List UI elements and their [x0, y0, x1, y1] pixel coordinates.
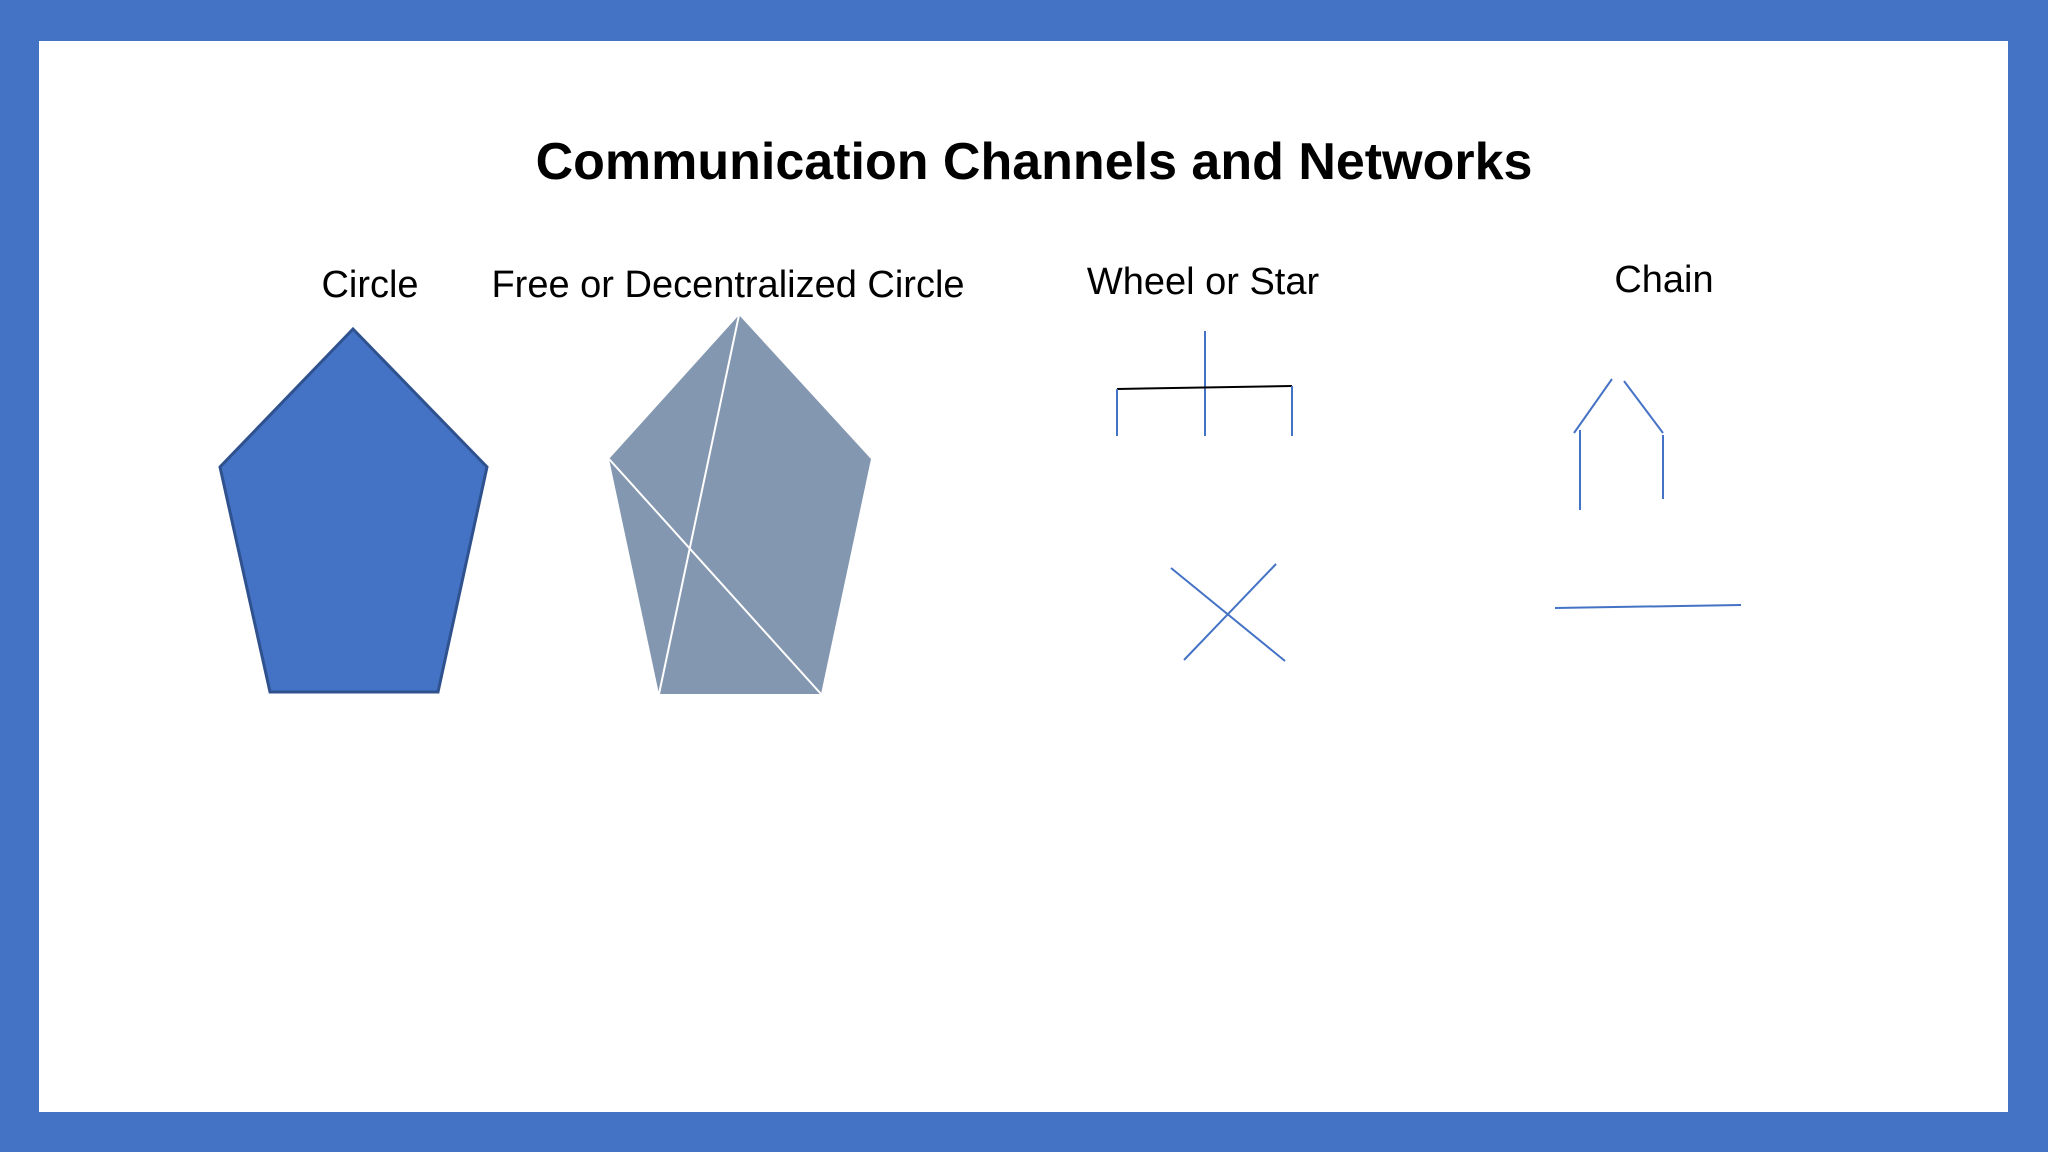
circle-network-label: Circle [321, 264, 419, 306]
free-network-label: Free or Decentralized Circle [491, 264, 965, 306]
wheel-network-label: Wheel or Star [1086, 261, 1320, 303]
slide-canvas [39, 41, 2008, 1112]
slide-title: Communication Channels and Networks [535, 133, 1533, 191]
chain-network-label: Chain [1614, 259, 1714, 301]
